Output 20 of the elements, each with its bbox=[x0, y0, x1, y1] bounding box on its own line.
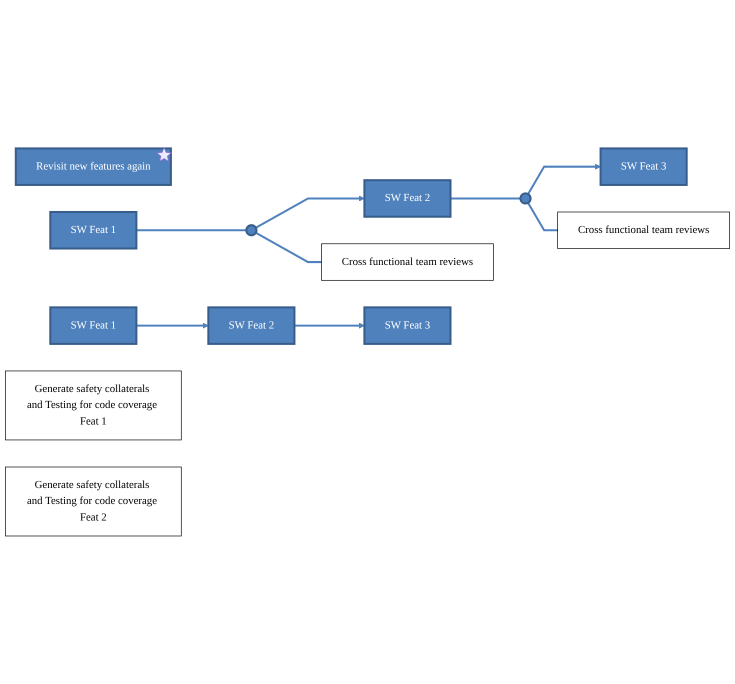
node-box: SW Feat 2 bbox=[207, 306, 296, 345]
node-box: Generate safety collaterals and Testing for code coverage Feat 2 bbox=[5, 466, 182, 536]
connector bbox=[450, 197, 520, 200]
arrow bbox=[136, 322, 209, 328]
node-box: Cross functional team reviews bbox=[321, 243, 494, 280]
arrow bbox=[255, 195, 365, 228]
node-box: SW Feat 1 bbox=[49, 210, 138, 250]
node-box: Generate safety collaterals and Testing for code coverage Feat 1 bbox=[5, 370, 182, 440]
node-box: SW Feat 2 bbox=[363, 178, 452, 218]
arrow bbox=[294, 322, 365, 328]
connector bbox=[527, 202, 558, 232]
arrow bbox=[527, 164, 601, 194]
node-circle bbox=[519, 192, 532, 204]
node-box: SW Feat 3 bbox=[600, 147, 688, 186]
connector bbox=[255, 232, 322, 263]
connector bbox=[136, 229, 246, 232]
node-box: SW Feat 3 bbox=[363, 306, 452, 345]
node-circle bbox=[245, 224, 258, 236]
node-box: Cross functional team reviews bbox=[557, 211, 730, 249]
node-box: SW Feat 1 bbox=[49, 306, 138, 345]
